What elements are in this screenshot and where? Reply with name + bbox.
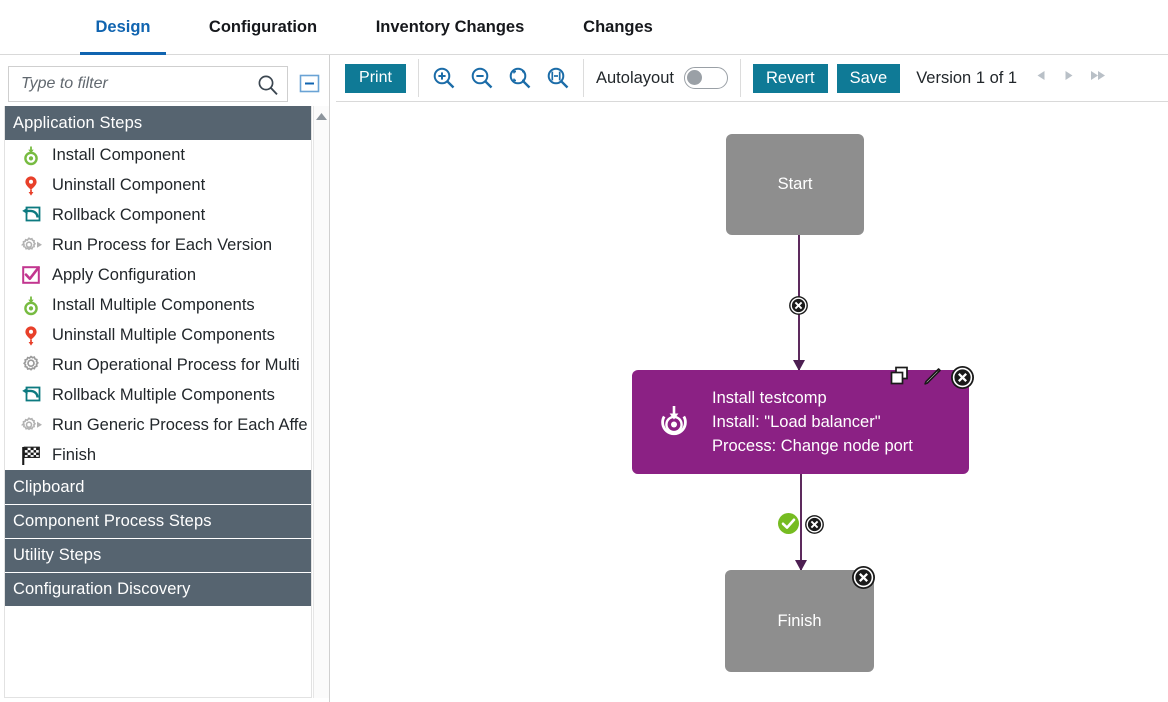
step-item-run-generic-process-for-each-affe[interactable]: Run Generic Process for Each Affe (5, 410, 311, 440)
node-start-label: Start (777, 175, 813, 193)
step-item-rollback-component[interactable]: Rollback Component (5, 200, 311, 230)
zoom-out-icon[interactable] (469, 65, 495, 91)
step-group-header-component-process-steps[interactable]: Component Process Steps (5, 504, 311, 538)
save-button[interactable]: Save (836, 63, 901, 93)
tab-design[interactable]: Design (80, 0, 166, 55)
node-install-testcomp-text: Install testcomp Install: "Load balancer… (712, 386, 913, 458)
node-line-install: Install: "Load balancer" (712, 413, 881, 431)
canvas-toolbar: Print (336, 55, 1168, 102)
process-design-canvas[interactable]: Start Install testcomp Install: "Load ba… (336, 102, 1168, 702)
edge-start-to-install-delete-icon[interactable] (788, 295, 809, 321)
node-install-testcomp-delete-icon[interactable] (950, 365, 975, 395)
tab-configuration[interactable]: Configuration (208, 18, 318, 36)
step-item-install-multiple-components[interactable]: Install Multiple Components (5, 290, 311, 320)
zoom-fit-width-icon[interactable] (545, 65, 571, 91)
step-item-uninstall-component[interactable]: Uninstall Component (5, 170, 311, 200)
step-item-finish[interactable]: Finish (5, 440, 311, 470)
step-item-label: Run Process for Each Version (52, 235, 273, 254)
filter-box[interactable] (8, 66, 288, 102)
autolayout-toggle[interactable] (683, 67, 728, 89)
revert-button[interactable]: Revert (752, 63, 828, 93)
uninstall-icon (19, 324, 43, 346)
node-line-process: Process: Change node port (712, 437, 913, 455)
step-item-run-operational-process-for-multi[interactable]: Run Operational Process for Multi (5, 350, 311, 380)
install-icon (19, 294, 43, 316)
step-item-label: Finish (52, 445, 97, 464)
node-finish[interactable]: Finish (725, 570, 874, 672)
step-group-header-configuration-discovery[interactable]: Configuration Discovery (5, 572, 311, 606)
collapse-panel-icon[interactable] (298, 72, 321, 95)
copy-icon[interactable] (889, 365, 911, 392)
toolbar-divider-2 (583, 59, 584, 97)
node-start[interactable]: Start (726, 134, 864, 235)
version-nav (1035, 69, 1108, 87)
filter-row (0, 62, 330, 106)
toolbar-divider-3 (739, 59, 741, 97)
install-step-icon (654, 400, 694, 445)
step-group-header-clipboard[interactable]: Clipboard (5, 470, 311, 504)
step-item-label: Rollback Component (52, 205, 206, 224)
edge-start-to-install-arrowhead (793, 360, 805, 371)
step-item-label: Run Generic Process for Each Affe (52, 415, 308, 434)
step-item-label: Rollback Multiple Components (52, 385, 275, 404)
edge-install-to-finish (800, 474, 802, 570)
install-icon (19, 144, 43, 166)
step-item-label: Apply Configuration (52, 265, 197, 284)
step-item-label: Install Multiple Components (52, 295, 255, 314)
step-item-uninstall-multiple-components[interactable]: Uninstall Multiple Components (5, 320, 311, 350)
node-line-title: Install testcomp (712, 389, 827, 407)
zoom-fit-icon[interactable] (507, 65, 533, 91)
checkered-flag-icon (19, 444, 43, 466)
filter-input[interactable] (19, 74, 255, 94)
main-tab-bar: Design Configuration Inventory Changes C… (0, 0, 1168, 55)
edge-install-to-finish-delete-icon[interactable] (804, 514, 825, 540)
edge-install-to-finish-success-icon (777, 512, 800, 540)
version-label: Version 1 of 1 (916, 68, 1018, 87)
node-finish-delete-icon[interactable] (851, 565, 876, 595)
gear-arrow-icon (19, 234, 43, 256)
sidebar-scrollbar[interactable] (313, 106, 329, 698)
checkbox-icon (19, 264, 43, 286)
tab-inventory-changes[interactable]: Inventory Changes (375, 18, 525, 36)
prev-version-icon[interactable] (1035, 69, 1048, 87)
gear-arrow-icon (19, 414, 43, 436)
zoom-controls (431, 65, 571, 91)
next-version-icon[interactable] (1062, 69, 1075, 87)
rollback-icon (19, 204, 43, 226)
node-install-testcomp-content: Install testcomp Install: "Load balancer… (632, 386, 913, 458)
step-group-header-application-steps[interactable]: Application Steps (5, 106, 311, 140)
step-item-label: Run Operational Process for Multi (52, 355, 300, 374)
node-install-testcomp[interactable]: Install testcomp Install: "Load balancer… (632, 370, 969, 474)
print-button[interactable]: Print (345, 63, 406, 93)
gear-icon (19, 354, 43, 376)
step-item-label: Uninstall Multiple Components (52, 325, 275, 344)
rollback-icon (19, 384, 43, 406)
tab-changes[interactable]: Changes (583, 18, 653, 36)
step-item-run-process-for-each-version[interactable]: Run Process for Each Version (5, 230, 311, 260)
step-item-label: Install Component (52, 145, 185, 164)
uninstall-icon (19, 174, 43, 196)
step-group-header-utility-steps[interactable]: Utility Steps (5, 538, 311, 572)
autolayout-label: Autolayout (596, 68, 674, 87)
autolayout-toggle-knob (686, 70, 702, 85)
zoom-in-icon[interactable] (431, 65, 457, 91)
step-item-rollback-multiple-components[interactable]: Rollback Multiple Components (5, 380, 311, 410)
toolbar-divider-1 (418, 59, 419, 97)
step-item-label: Uninstall Component (52, 175, 206, 194)
node-finish-label: Finish (777, 611, 822, 630)
step-item-apply-configuration[interactable]: Apply Configuration (5, 260, 311, 290)
search-icon[interactable] (257, 74, 279, 96)
edge-install-to-finish-arrowhead (795, 560, 807, 571)
last-version-icon[interactable] (1089, 69, 1108, 87)
scroll-up-arrow-icon[interactable] (315, 110, 328, 122)
step-item-install-component[interactable]: Install Component (5, 140, 311, 170)
edit-icon[interactable] (922, 364, 944, 391)
